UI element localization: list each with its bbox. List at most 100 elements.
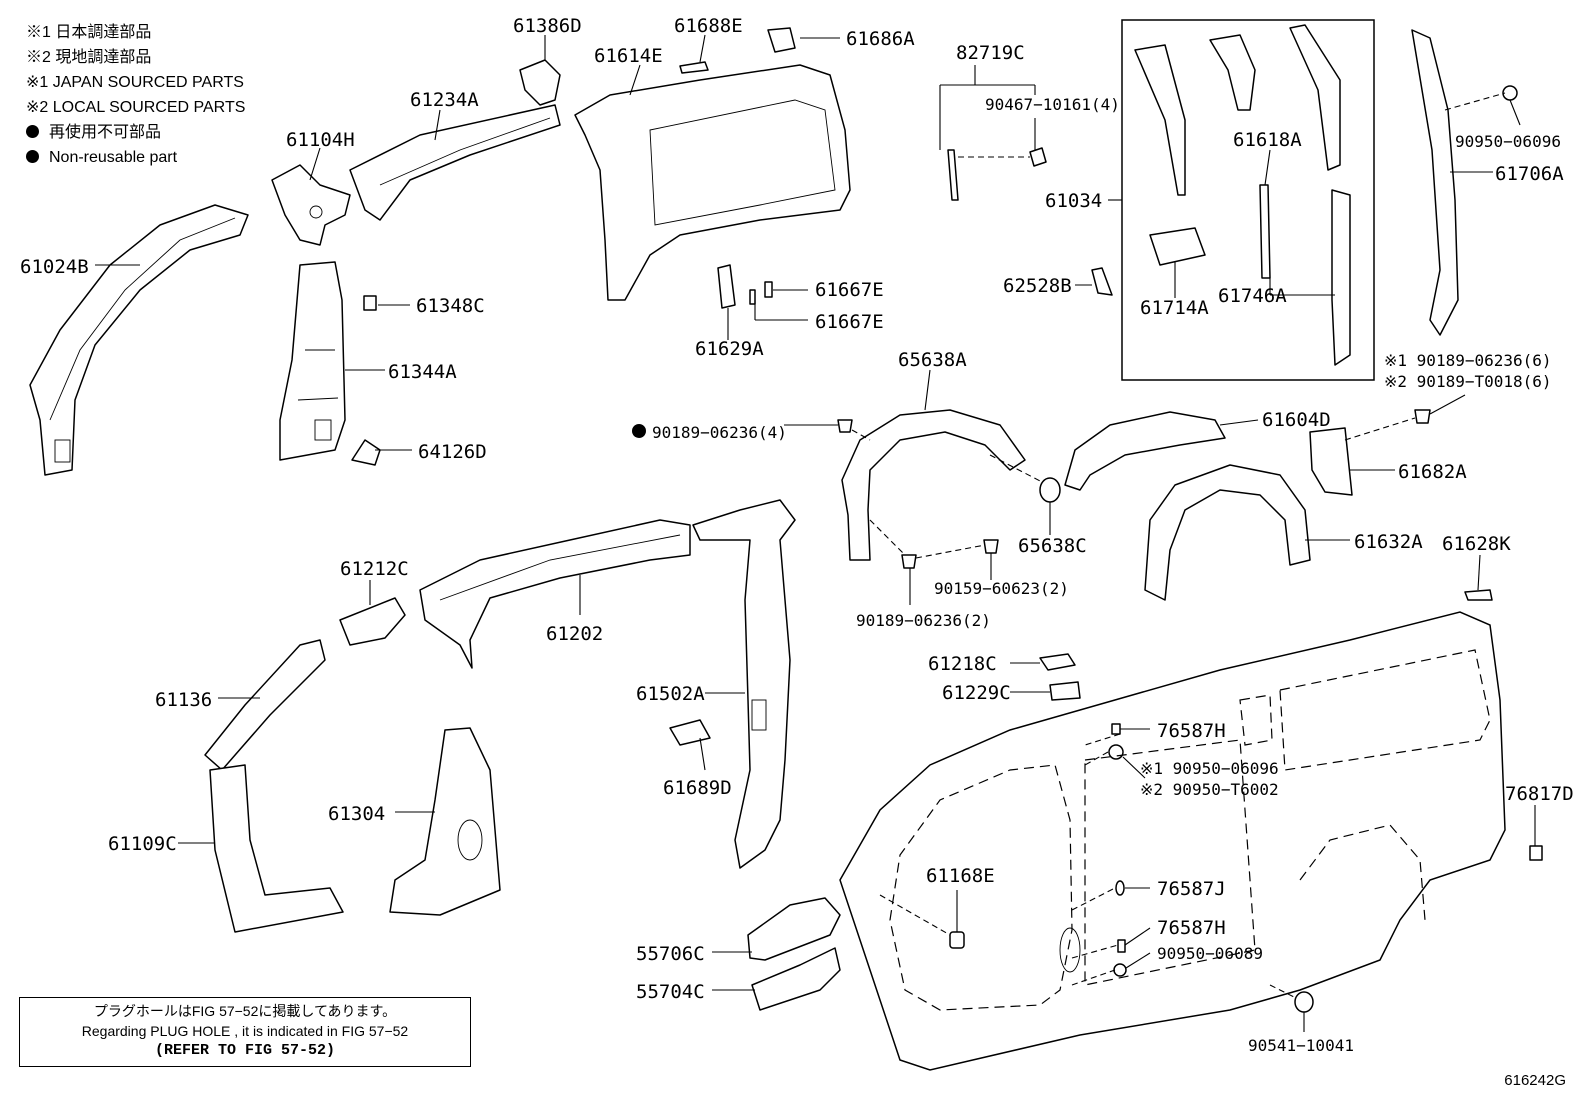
label-65638a[interactable]: 65638A bbox=[898, 349, 967, 371]
part-61686a[interactable] bbox=[767, 27, 796, 53]
label-61714a[interactable]: 61714A bbox=[1140, 297, 1209, 319]
label-61667e-a[interactable]: 61667E bbox=[815, 279, 884, 301]
part-61218c[interactable] bbox=[1039, 653, 1076, 671]
part-61202[interactable] bbox=[419, 519, 691, 669]
part-61304[interactable] bbox=[389, 727, 501, 916]
label-61629a[interactable]: 61629A bbox=[695, 338, 764, 360]
label-90189-t0018-6[interactable]: ※2 90189−T0018(6) bbox=[1384, 372, 1552, 391]
label-64126d[interactable]: 64126D bbox=[418, 441, 487, 463]
part-61689d[interactable] bbox=[669, 719, 711, 746]
label-76587h-top[interactable]: 76587H bbox=[1157, 720, 1226, 742]
part-76587h-low[interactable] bbox=[1117, 939, 1126, 953]
label-61628k[interactable]: 61628K bbox=[1442, 533, 1511, 555]
part-61688e[interactable] bbox=[679, 61, 709, 74]
label-90950-t6002[interactable]: ※2 90950−T6002 bbox=[1140, 780, 1279, 799]
label-61168e[interactable]: 61168E bbox=[926, 865, 995, 887]
label-90950-06096-top[interactable]: 90950−06096 bbox=[1455, 132, 1561, 151]
label-76817d[interactable]: 76817D bbox=[1505, 783, 1574, 805]
label-61632a[interactable]: 61632A bbox=[1354, 531, 1423, 553]
part-90189-06236-2[interactable] bbox=[901, 554, 917, 569]
label-61229c[interactable]: 61229C bbox=[942, 682, 1011, 704]
part-65638a[interactable] bbox=[841, 409, 1026, 561]
label-76587j[interactable]: 76587J bbox=[1157, 878, 1226, 900]
part-61618a[interactable] bbox=[1259, 184, 1271, 279]
part-61682a[interactable] bbox=[1309, 427, 1353, 496]
label-61386d[interactable]: 61386D bbox=[513, 15, 582, 37]
label-61614e[interactable]: 61614E bbox=[594, 45, 663, 67]
part-90159-60623[interactable] bbox=[983, 539, 999, 554]
label-65638c[interactable]: 65638C bbox=[1018, 535, 1087, 557]
label-61618a[interactable]: 61618A bbox=[1233, 129, 1302, 151]
part-61667e-a[interactable] bbox=[764, 281, 773, 298]
label-61104h[interactable]: 61104H bbox=[286, 129, 355, 151]
label-61024b[interactable]: 61024B bbox=[20, 256, 89, 278]
label-61218c[interactable]: 61218C bbox=[928, 653, 997, 675]
label-61682a[interactable]: 61682A bbox=[1398, 461, 1467, 483]
part-61234a[interactable] bbox=[349, 104, 561, 221]
part-76587h-top[interactable] bbox=[1111, 723, 1121, 735]
label-61202[interactable]: 61202 bbox=[546, 623, 603, 645]
part-61714a[interactable] bbox=[1149, 227, 1206, 266]
part-61109c[interactable] bbox=[209, 764, 344, 933]
label-90950-06089[interactable]: 90950−06089 bbox=[1157, 944, 1263, 963]
part-61629a[interactable] bbox=[717, 264, 736, 309]
part-61614e[interactable] bbox=[574, 64, 851, 301]
label-62528b[interactable]: 62528B bbox=[1003, 275, 1072, 297]
part-76587j[interactable] bbox=[1115, 880, 1125, 896]
part-64126d[interactable] bbox=[351, 439, 381, 466]
label-90467-10161[interactable]: 90467−10161(4) bbox=[985, 95, 1120, 114]
part-61628k[interactable] bbox=[1464, 589, 1493, 601]
part-61386d[interactable] bbox=[519, 59, 561, 106]
label-82719c[interactable]: 82719C bbox=[956, 42, 1025, 64]
part-90950-06089[interactable] bbox=[1113, 963, 1127, 977]
part-61168e[interactable] bbox=[949, 931, 965, 949]
label-61344a[interactable]: 61344A bbox=[388, 361, 457, 383]
part-61632a[interactable] bbox=[1144, 464, 1311, 601]
part-61344a[interactable] bbox=[279, 261, 346, 461]
part-61212c[interactable] bbox=[339, 597, 406, 646]
label-61034[interactable]: 61034 bbox=[1045, 190, 1102, 212]
part-box-b[interactable] bbox=[1209, 34, 1256, 111]
label-61746a[interactable]: 61746A bbox=[1218, 285, 1287, 307]
part-61136[interactable] bbox=[204, 639, 326, 771]
part-61604d[interactable] bbox=[1064, 411, 1226, 491]
part-82719c[interactable] bbox=[947, 147, 1047, 201]
part-box-a[interactable] bbox=[1134, 44, 1186, 196]
part-61229c[interactable] bbox=[1049, 681, 1081, 701]
label-55704c[interactable]: 55704C bbox=[636, 981, 705, 1003]
label-61688e[interactable]: 61688E bbox=[674, 15, 743, 37]
label-90189-06236-2[interactable]: 90189−06236(2) bbox=[856, 611, 991, 630]
label-61667e-b[interactable]: 61667E bbox=[815, 311, 884, 333]
part-55704c[interactable] bbox=[751, 947, 841, 1011]
label-90189-06236-4[interactable]: 90189−06236(4) bbox=[652, 423, 787, 442]
part-55706c[interactable] bbox=[747, 897, 841, 961]
label-76587h-low[interactable]: 76587H bbox=[1157, 917, 1226, 939]
part-90189-06236-4[interactable] bbox=[837, 419, 853, 433]
part-76817d[interactable] bbox=[1529, 845, 1543, 861]
part-61746a[interactable] bbox=[1331, 189, 1351, 366]
label-61136[interactable]: 61136 bbox=[155, 689, 212, 711]
label-61348c[interactable]: 61348C bbox=[416, 295, 485, 317]
note-reference[interactable]: (REFER TO FIG 57-52) bbox=[154, 1042, 336, 1059]
label-90541-10041[interactable]: 90541−10041 bbox=[1248, 1036, 1354, 1055]
part-61348c[interactable] bbox=[363, 295, 377, 311]
part-61024b[interactable] bbox=[29, 204, 249, 476]
label-61689d[interactable]: 61689D bbox=[663, 777, 732, 799]
label-61686a[interactable]: 61686A bbox=[846, 28, 915, 50]
part-62528b[interactable] bbox=[1091, 267, 1113, 296]
label-61502a[interactable]: 61502A bbox=[636, 683, 705, 705]
label-61234a[interactable]: 61234A bbox=[410, 89, 479, 111]
part-90950-06096-top[interactable] bbox=[1502, 85, 1518, 101]
label-61109c[interactable]: 61109C bbox=[108, 833, 177, 855]
label-90189-06236-6[interactable]: ※1 90189−06236(6) bbox=[1384, 351, 1552, 370]
part-65638c[interactable] bbox=[1039, 477, 1061, 503]
part-61667e-b[interactable] bbox=[749, 289, 756, 305]
part-box-c[interactable] bbox=[1289, 24, 1341, 171]
label-90950-06096-mid[interactable]: ※1 90950−06096 bbox=[1140, 759, 1279, 778]
part-90541-10041[interactable] bbox=[1294, 991, 1314, 1013]
part-61706a[interactable] bbox=[1411, 29, 1459, 336]
label-61604d[interactable]: 61604D bbox=[1262, 409, 1331, 431]
label-61212c[interactable]: 61212C bbox=[340, 558, 409, 580]
part-90950-06096-mid[interactable] bbox=[1108, 744, 1124, 760]
part-61104h[interactable] bbox=[271, 164, 351, 246]
